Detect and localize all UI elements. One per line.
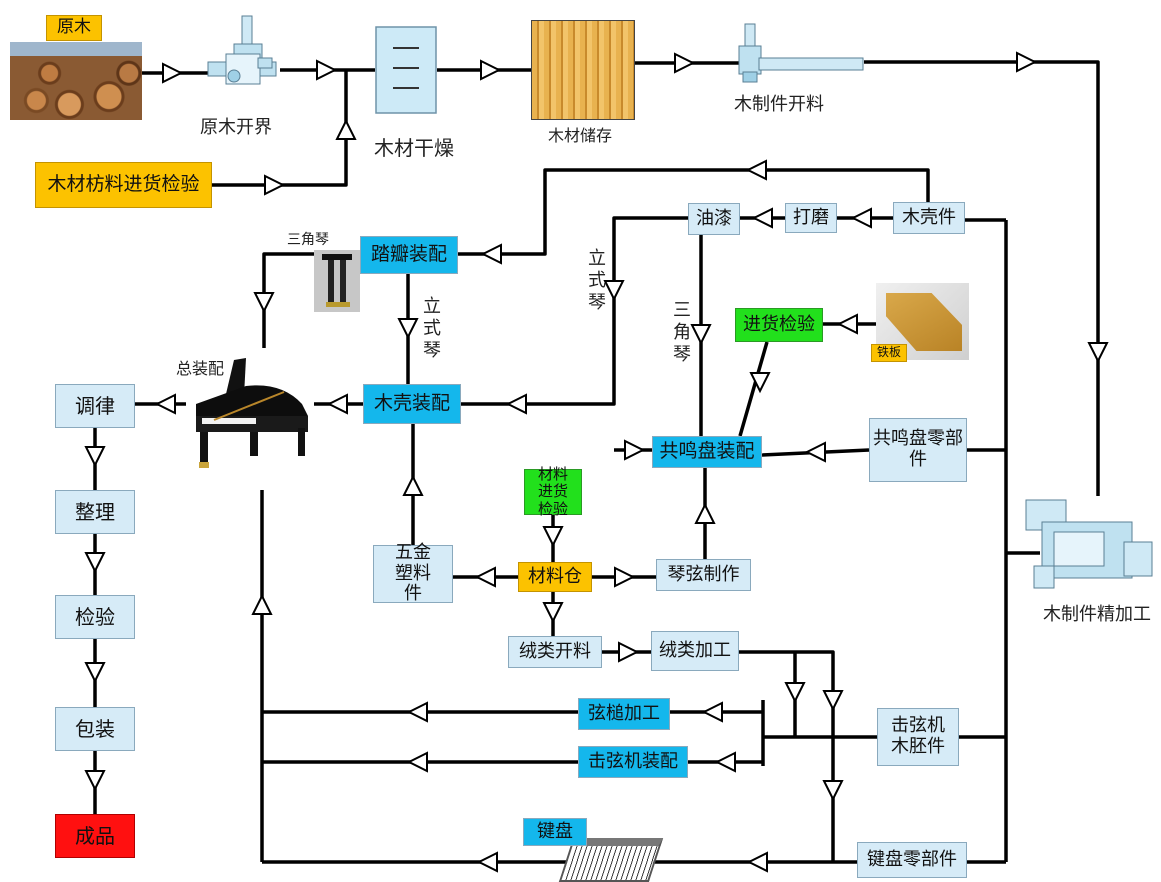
flow-arrow — [618, 641, 640, 663]
log-pile-photo — [10, 42, 142, 120]
flow-arrow — [822, 690, 844, 712]
flow-arrow — [335, 118, 357, 140]
flow-arrow — [1016, 51, 1038, 73]
flow-arrow — [745, 159, 767, 181]
label-grand-2: 三角琴 — [673, 300, 691, 365]
band-saw-machine-icon — [207, 15, 277, 85]
flow-arrow — [84, 662, 106, 684]
flow-arrow — [84, 446, 106, 468]
node-lumber-inspection: 木材枋料进货检验 — [35, 162, 212, 208]
flow-arrow — [749, 372, 771, 394]
flow-arrow — [162, 62, 184, 84]
flow-arrow — [316, 59, 338, 81]
node-soundboard-assembly: 共鸣盘装配 — [652, 436, 762, 468]
flow-arrow — [505, 393, 527, 415]
flow-arrow — [542, 526, 564, 548]
flow-arrow — [474, 566, 496, 588]
node-tuning: 调律 — [55, 384, 135, 428]
flow-arrow — [701, 701, 723, 723]
flow-arrow — [326, 393, 348, 415]
label-upright-1: 立式琴 — [423, 296, 441, 361]
label-upright-2: 立式琴 — [588, 248, 606, 313]
connector-line — [738, 341, 769, 437]
flow-arrow — [822, 780, 844, 802]
node-raw-wood-sawing: 原木开界 — [200, 117, 272, 138]
flow-arrow — [406, 701, 428, 723]
cnc-machine-icon — [1025, 499, 1153, 589]
flow-arrow — [84, 552, 106, 574]
node-felt-processing: 绒类加工 — [651, 631, 739, 671]
flow-arrow — [542, 602, 564, 624]
label-grand-piano: 三角琴 — [287, 232, 329, 248]
node-case-assembly: 木壳装配 — [363, 384, 461, 424]
node-inspection: 检验 — [55, 595, 135, 639]
pedal-lyre-photo — [314, 250, 360, 312]
flow-arrow — [751, 207, 773, 229]
node-wood-parts-finishing: 木制件精加工 — [1043, 604, 1151, 625]
flow-arrow — [480, 59, 502, 81]
node-packaging: 包装 — [55, 707, 135, 751]
node-hardware-plastic: 五金塑料件 — [373, 542, 453, 604]
node-material-inspection: 材料进货检验 — [524, 466, 582, 517]
flow-arrow — [476, 851, 498, 873]
flow-arrow — [84, 770, 106, 792]
flow-arrow — [784, 682, 806, 704]
node-string-making: 琴弦制作 — [656, 559, 751, 591]
node-wood-storage: 木材储存 — [548, 126, 613, 145]
node-sanding: 打磨 — [785, 203, 837, 233]
node-soundboard-parts: 共鸣盘零部件 — [869, 418, 967, 482]
node-finished: 成品 — [55, 814, 135, 858]
connector-line — [458, 168, 930, 256]
flow-arrow — [154, 393, 176, 415]
flow-arrow — [397, 318, 419, 340]
node-iron-plate: 铁板 — [871, 344, 907, 362]
node-keyboard: 键盘 — [523, 818, 587, 846]
connector-line — [212, 70, 348, 187]
flow-arrow — [480, 243, 502, 265]
flow-arrow — [402, 474, 424, 496]
node-regulation: 整理 — [55, 490, 135, 534]
node-action-wood-blanks: 击弦机木胚件 — [877, 708, 959, 766]
flow-arrow — [614, 566, 636, 588]
flow-arrow — [714, 751, 736, 773]
node-action-assembly: 击弦机装配 — [578, 746, 688, 778]
flow-arrow — [253, 292, 275, 314]
flow-arrow — [406, 751, 428, 773]
flow-arrow — [264, 174, 286, 196]
grand-piano-photo — [196, 358, 308, 468]
label-final-assembly: 总装配 — [176, 359, 225, 378]
node-incoming-inspection: 进货检验 — [735, 308, 823, 342]
node-material-warehouse: 材料仓 — [518, 562, 592, 592]
flow-arrow — [251, 593, 273, 615]
flow-arrow — [690, 324, 712, 346]
node-paint: 油漆 — [688, 203, 740, 235]
flow-arrow — [603, 280, 625, 302]
flow-arrow — [1087, 342, 1109, 364]
node-felt-cutting: 绒类开料 — [508, 636, 602, 668]
flow-arrow — [694, 502, 716, 524]
node-hammer-processing: 弦槌加工 — [578, 698, 670, 730]
node-wood-drying: 木材干燥 — [374, 136, 454, 160]
node-wood-case: 木壳件 — [893, 202, 965, 234]
node-keyboard-parts: 键盘零部件 — [857, 842, 967, 878]
flow-arrow — [624, 439, 646, 461]
flow-arrow — [836, 313, 858, 335]
flow-arrow — [804, 441, 826, 463]
connector-line — [461, 216, 688, 406]
node-raw-wood: 原木 — [46, 15, 102, 41]
panel-saw-icon — [738, 23, 864, 83]
drying-kiln-icon — [375, 26, 437, 114]
node-pedal-assembly: 踏瓣装配 — [360, 236, 458, 274]
flow-arrow — [850, 207, 872, 229]
flow-arrow — [746, 851, 768, 873]
node-wood-parts-cutting: 木制件开料 — [734, 94, 824, 115]
lumber-stack-photo — [531, 20, 635, 120]
flow-arrow — [674, 52, 696, 74]
